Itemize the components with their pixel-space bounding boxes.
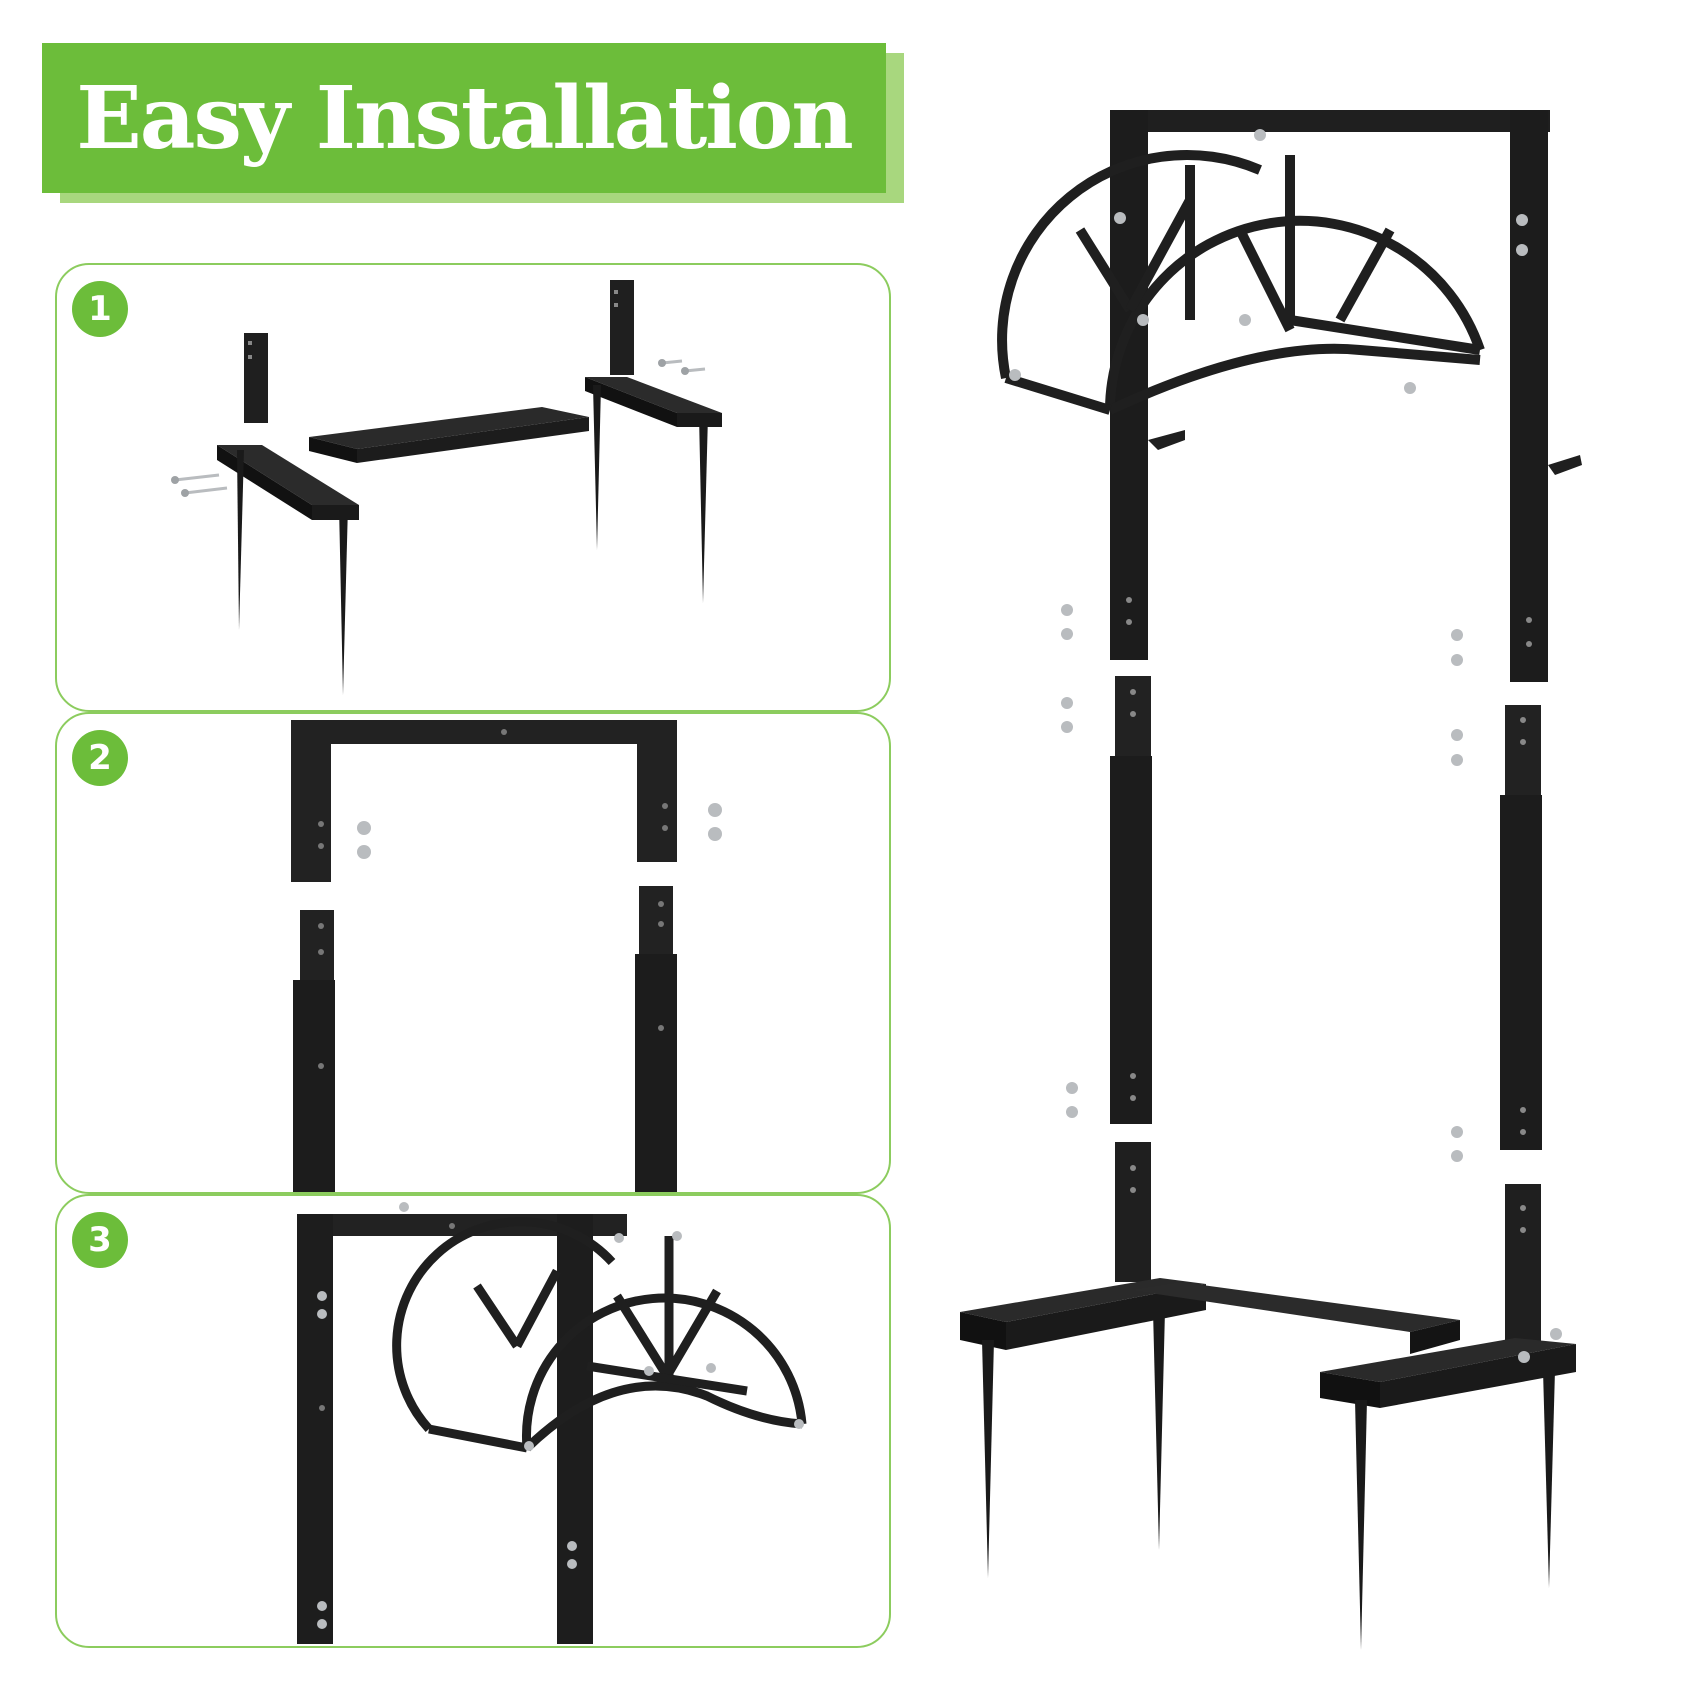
right-post xyxy=(610,280,634,375)
middle-base-bar xyxy=(309,407,589,449)
left-pole xyxy=(293,910,335,1192)
spike-back-left xyxy=(1153,1310,1165,1550)
right-spike-front xyxy=(593,385,601,550)
step-2-illustration xyxy=(291,720,722,1192)
left-post xyxy=(244,333,268,423)
left-spike-back xyxy=(339,505,348,695)
assembled-hose-holder xyxy=(960,110,1582,1650)
middle-right-pole xyxy=(1500,705,1542,1150)
base-assembly xyxy=(960,1142,1576,1650)
arc-screws xyxy=(1009,129,1528,394)
left-hook xyxy=(1148,430,1185,450)
hanger-screws xyxy=(524,1231,804,1451)
assembled-frame xyxy=(297,1202,627,1644)
top-frame xyxy=(1110,110,1582,682)
spike-back-right xyxy=(1543,1370,1555,1588)
left-base-bar xyxy=(217,445,359,505)
step-3-badge: 3 xyxy=(72,1212,128,1268)
step-1-badge: 1 xyxy=(72,281,128,337)
right-spike-back xyxy=(699,415,708,603)
screw-set-left xyxy=(171,473,228,497)
hose-hanger xyxy=(392,1217,807,1453)
screw-set-right xyxy=(658,359,706,375)
spike-front-left xyxy=(982,1340,994,1578)
middle-left-pole xyxy=(1110,676,1152,1124)
step-3-card: 3 xyxy=(55,1194,891,1648)
loose-screws xyxy=(1061,604,1463,1162)
right-pole xyxy=(635,886,677,1192)
left-spike-front xyxy=(237,450,244,630)
spike-front-right xyxy=(1355,1400,1367,1650)
page-title: Easy Installation xyxy=(76,67,854,169)
top-u-frame xyxy=(291,720,677,882)
step-1-illustration xyxy=(171,280,722,695)
screw-set-left xyxy=(357,821,371,859)
step-2-card: 2 xyxy=(55,712,891,1194)
step-1-card: 1 xyxy=(55,263,891,712)
step-3-illustration xyxy=(297,1202,807,1644)
step-2-badge: 2 xyxy=(72,730,128,786)
right-base-bar xyxy=(585,377,722,413)
arc-hanger xyxy=(997,150,1485,415)
header-banner: Easy Installation xyxy=(42,43,886,193)
right-hook xyxy=(1548,455,1582,475)
screw-set-right xyxy=(708,803,722,841)
